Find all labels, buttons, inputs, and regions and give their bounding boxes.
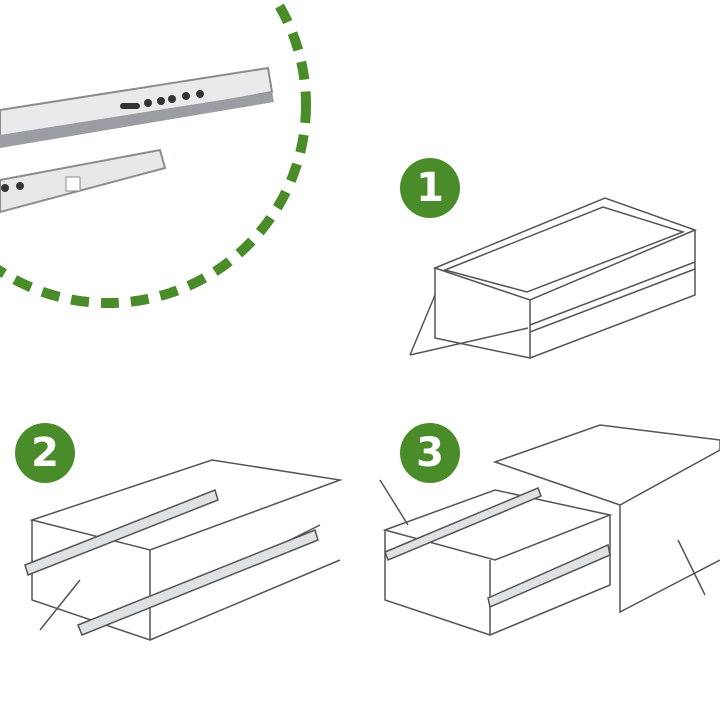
- detail-callout-circle: [0, 0, 311, 308]
- step-2-cabinet: [24, 459, 343, 642]
- slide-rail-photo: [0, 66, 274, 214]
- step-badge-3: 3: [400, 423, 460, 483]
- step-badge-2: 2: [15, 423, 75, 483]
- step-1-drawer: [409, 197, 698, 359]
- step-3-cabinet: [379, 424, 720, 637]
- step-badge-1: 1: [400, 158, 460, 218]
